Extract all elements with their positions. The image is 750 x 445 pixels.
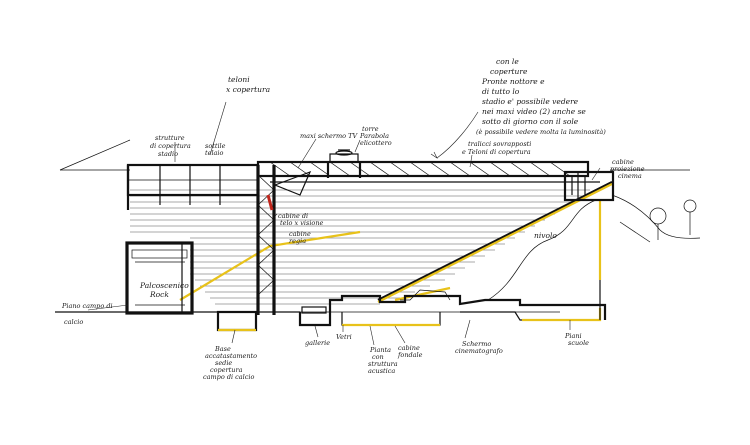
svg-text:cinema: cinema: [618, 172, 642, 180]
label-gallerie: gallerie: [305, 339, 330, 347]
svg-text:sedie: sedie: [215, 359, 232, 367]
svg-text:cabine di: cabine di: [278, 212, 308, 220]
label-strutture: strutture di copertura stadio: [150, 134, 191, 158]
svg-text:strutture: strutture: [155, 134, 185, 142]
label-top-note: con le coperture Pronte nottore e di tut…: [476, 57, 606, 136]
svg-text:di tutto lo: di tutto lo: [482, 87, 520, 96]
label-schermo: Schermo cinematografo: [455, 340, 503, 355]
svg-text:torre: torre: [362, 125, 379, 133]
svg-text:(è possibile vedere molta la l: (è possibile vedere molta la luminosità): [476, 128, 606, 136]
label-travi: tralicci sovrapposti e Teloni di copertu…: [462, 140, 531, 156]
svg-text:scuole: scuole: [568, 339, 589, 347]
label-base: Base accatastamento sedie copertura camp…: [203, 345, 257, 381]
svg-text:campo di calcio: campo di calcio: [203, 373, 254, 381]
helicopter-tower: [326, 149, 362, 178]
svg-text:Palcoscenico: Palcoscenico: [139, 281, 189, 290]
svg-text:cabine: cabine: [398, 344, 420, 352]
svg-text:fondale: fondale: [397, 351, 423, 359]
svg-text:sotto di giorno con il sole: sotto di giorno con il sole: [482, 117, 579, 126]
svg-text:elicottero: elicottero: [360, 139, 392, 147]
svg-text:calcio: calcio: [64, 318, 83, 326]
svg-text:Base: Base: [214, 345, 231, 353]
svg-text:stadio e' possibile vedere: stadio e' possibile vedere: [482, 97, 579, 106]
svg-text:nei maxi video (2) anche se: nei maxi video (2) anche se: [482, 107, 586, 116]
label-palcoscenico: Palcoscenico Rock: [139, 281, 189, 299]
svg-text:nivolo: nivolo: [534, 231, 557, 240]
svg-text:Parabola: Parabola: [359, 132, 389, 140]
svg-text:Piano campo di: Piano campo di: [61, 302, 113, 310]
svg-text:sottile: sottile: [205, 142, 226, 150]
leader-lines: [87, 101, 601, 346]
label-cabine-regia: cabine regia: [289, 230, 311, 245]
svg-text:telaio: telaio: [205, 149, 223, 157]
landscape-trees: [611, 194, 701, 243]
svg-text:struttura: struttura: [368, 360, 398, 368]
label-nivolo: nivolo: [534, 231, 557, 240]
label-sottile: sottile telaio: [205, 142, 226, 157]
label-torre: torre Parabola elicottero: [359, 125, 392, 147]
label-piani: Piani scuole: [564, 332, 589, 347]
seating-tiers: [130, 189, 590, 305]
svg-text:Pianta: Pianta: [369, 346, 391, 354]
label-piano: Piano campo di calcio: [61, 302, 113, 326]
label-vetri: Vetri: [336, 333, 352, 341]
svg-text:proiezione: proiezione: [610, 165, 645, 173]
svg-text:coperture: coperture: [490, 67, 528, 76]
svg-text:copertura: copertura: [210, 366, 243, 374]
substructure: [216, 199, 607, 332]
svg-text:con: con: [372, 353, 384, 361]
svg-text:x copertura: x copertura: [226, 85, 270, 94]
svg-text:di copertura: di copertura: [150, 142, 191, 150]
svg-text:cabine: cabine: [612, 158, 634, 166]
svg-text:regia: regia: [289, 237, 306, 245]
label-maxi-schermo: maxi schermo TV: [300, 132, 358, 140]
svg-text:acustica: acustica: [368, 367, 395, 375]
svg-text:cabine: cabine: [289, 230, 311, 238]
svg-text:teloni: teloni: [228, 75, 250, 84]
tower-truss: [256, 165, 276, 315]
svg-text:e Teloni di copertura: e Teloni di copertura: [462, 148, 531, 156]
svg-text:Pronte nottore e: Pronte nottore e: [481, 77, 545, 86]
svg-text:Vetri: Vetri: [336, 333, 352, 341]
svg-text:Rock: Rock: [149, 290, 169, 299]
label-pianta: Pianta con struttura acustica: [368, 346, 398, 375]
svg-text:cinematografo: cinematografo: [455, 347, 503, 355]
label-cabine-fondale: cabine fondale: [397, 344, 423, 359]
label-cabine-left: cabine di telo x visione: [278, 212, 324, 227]
top-note-arrow: [430, 111, 479, 159]
svg-text:con le: con le: [496, 57, 519, 66]
svg-text:Schermo: Schermo: [462, 340, 491, 348]
label-cabine-right: cabine proiezione cinema: [610, 158, 645, 180]
label-teloni: teloni x copertura: [226, 75, 270, 94]
stadium-roof-structure: [126, 163, 260, 210]
svg-text:tralicci sovrapposti: tralicci sovrapposti: [468, 140, 531, 148]
svg-text:stadio: stadio: [158, 150, 178, 158]
svg-text:maxi schermo TV: maxi schermo TV: [300, 132, 358, 140]
svg-text:Piani: Piani: [564, 332, 582, 340]
svg-text:accatastamento: accatastamento: [205, 352, 257, 360]
roof-trusses: [256, 160, 590, 196]
svg-text:gallerie: gallerie: [305, 339, 330, 347]
rock-stage: [125, 241, 194, 315]
svg-text:telo x visione: telo x visione: [280, 219, 324, 227]
projection-booth: [563, 170, 615, 202]
stand-profile: [179, 181, 613, 303]
